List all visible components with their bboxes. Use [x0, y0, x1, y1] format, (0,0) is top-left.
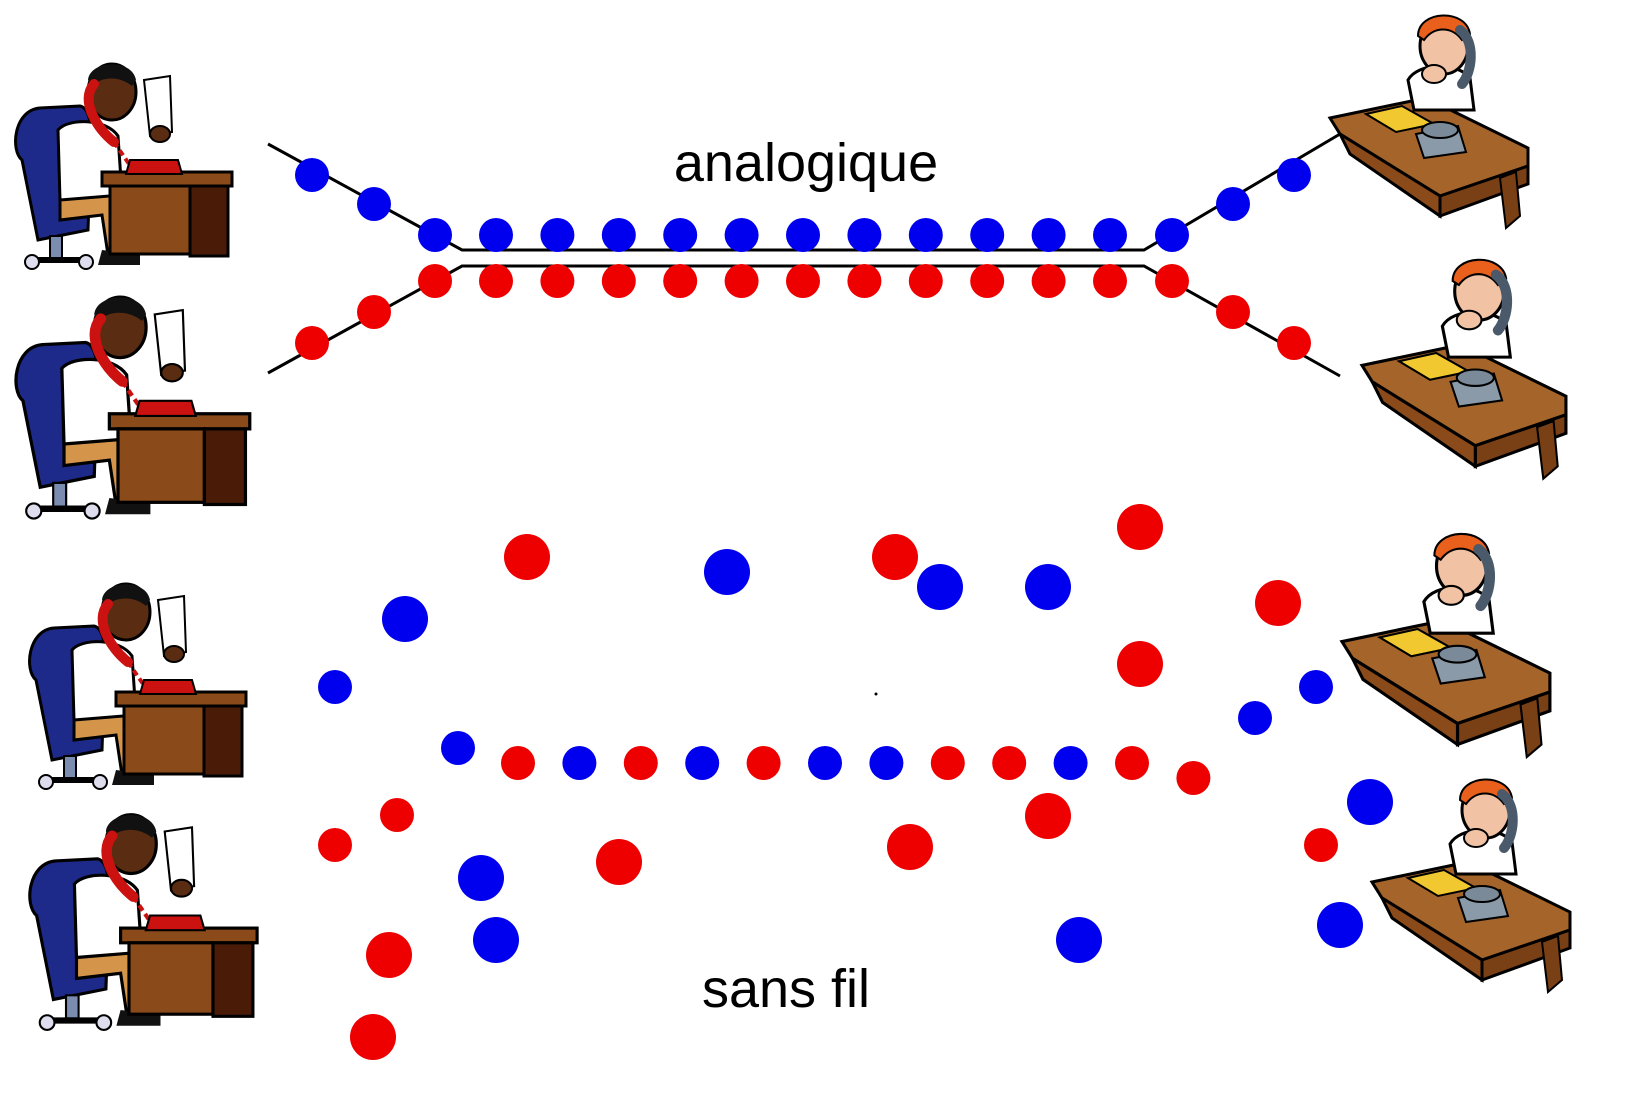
packet-dot-red: [380, 798, 414, 832]
caller-icon: [30, 815, 257, 1030]
signal-dot-blue: [479, 218, 513, 252]
label-analogique: analogique: [674, 133, 938, 193]
packet-dot-blue: [1238, 701, 1272, 735]
packet-dot-blue: [473, 917, 519, 963]
label-sans-fil: sans fil: [702, 959, 870, 1019]
packet-dot-red: [746, 746, 781, 780]
signal-dot-blue: [540, 218, 575, 252]
wireless-signal-dots: [318, 504, 1393, 1060]
packet-dot-red: [501, 746, 535, 780]
signal-dot-blue: [970, 218, 1005, 252]
signal-dot-blue: [1031, 218, 1066, 252]
packet-dot-red: [350, 1014, 396, 1060]
signal-dot-blue: [724, 218, 759, 252]
packet-dot-red: [623, 746, 658, 780]
signal-dot-blue: [1277, 158, 1311, 192]
packet-dot-blue: [685, 746, 720, 780]
signal-dot-red: [479, 264, 513, 298]
signal-dot-red: [601, 264, 636, 298]
packet-dot-blue: [704, 549, 750, 595]
signal-dot-red: [357, 295, 391, 329]
signal-dot-red: [724, 264, 759, 298]
signal-dot-red: [540, 264, 575, 298]
packet-dot-blue: [917, 564, 963, 610]
packet-dot-red: [1117, 641, 1163, 687]
signal-dot-red: [1093, 264, 1127, 298]
packet-dot-blue: [1056, 917, 1102, 963]
signal-dot-blue: [847, 218, 882, 252]
packet-dot-blue: [1317, 902, 1363, 948]
packet-dot-red: [1176, 761, 1211, 795]
packet-dot-blue: [1053, 746, 1088, 780]
caller-icon: [16, 64, 232, 269]
packet-dot-blue: [808, 746, 842, 780]
signal-dot-red: [1031, 264, 1066, 298]
speck: [874, 692, 878, 696]
packet-dot-red: [930, 746, 965, 780]
signal-dot-blue: [601, 218, 636, 252]
packet-dot-red: [504, 534, 550, 580]
packet-dot-red: [1117, 504, 1163, 550]
signal-dot-blue: [1155, 218, 1189, 252]
packet-dot-red: [1304, 828, 1338, 862]
packet-dot-blue: [562, 746, 597, 780]
signal-dot-blue: [357, 187, 391, 221]
packet-dot-blue: [318, 670, 352, 704]
signal-dot-red: [847, 264, 882, 298]
packet-dot-red: [366, 932, 412, 978]
packet-dot-blue: [458, 855, 504, 901]
signal-dot-red: [1277, 326, 1311, 360]
caller-icon: [30, 584, 246, 789]
packet-dot-blue: [1299, 670, 1333, 704]
packet-dot-red: [318, 828, 352, 862]
signal-dot-blue: [908, 218, 943, 252]
packet-dot-blue: [1347, 779, 1393, 825]
signal-dot-red: [970, 264, 1005, 298]
signal-dot-blue: [1216, 187, 1250, 221]
signal-dot-blue: [1093, 218, 1127, 252]
packet-dot-red: [1115, 746, 1149, 780]
packet-dot-red: [872, 534, 918, 580]
signal-dot-red: [908, 264, 943, 298]
signal-dot-red: [786, 264, 820, 298]
packet-dot-blue: [869, 746, 904, 780]
packet-dot-red: [596, 839, 642, 885]
signal-dot-blue: [663, 218, 698, 252]
packet-dot-blue: [382, 596, 428, 642]
packet-dot-red: [1255, 580, 1301, 626]
signal-dot-red: [663, 264, 698, 298]
receiver-icon: [1372, 779, 1570, 992]
packet-dot-red: [887, 824, 933, 870]
signal-dot-blue: [786, 218, 820, 252]
packet-dot-blue: [1025, 564, 1071, 610]
packet-dot-blue: [441, 731, 475, 765]
signal-dot-blue: [295, 158, 329, 192]
receiver-icon: [1330, 15, 1528, 228]
signal-dot-red: [1155, 264, 1189, 298]
signal-dot-red: [295, 326, 329, 360]
receiver-icon: [1342, 534, 1550, 757]
signal-dot-red: [418, 264, 452, 298]
analog-signal-dots: [295, 158, 1311, 360]
signal-dot-red: [1216, 295, 1250, 329]
signal-dot-blue: [418, 218, 452, 252]
packet-dot-red: [992, 746, 1027, 780]
caller-icon: [16, 297, 250, 518]
receiver-icon: [1362, 260, 1566, 479]
packet-dot-red: [1025, 793, 1071, 839]
